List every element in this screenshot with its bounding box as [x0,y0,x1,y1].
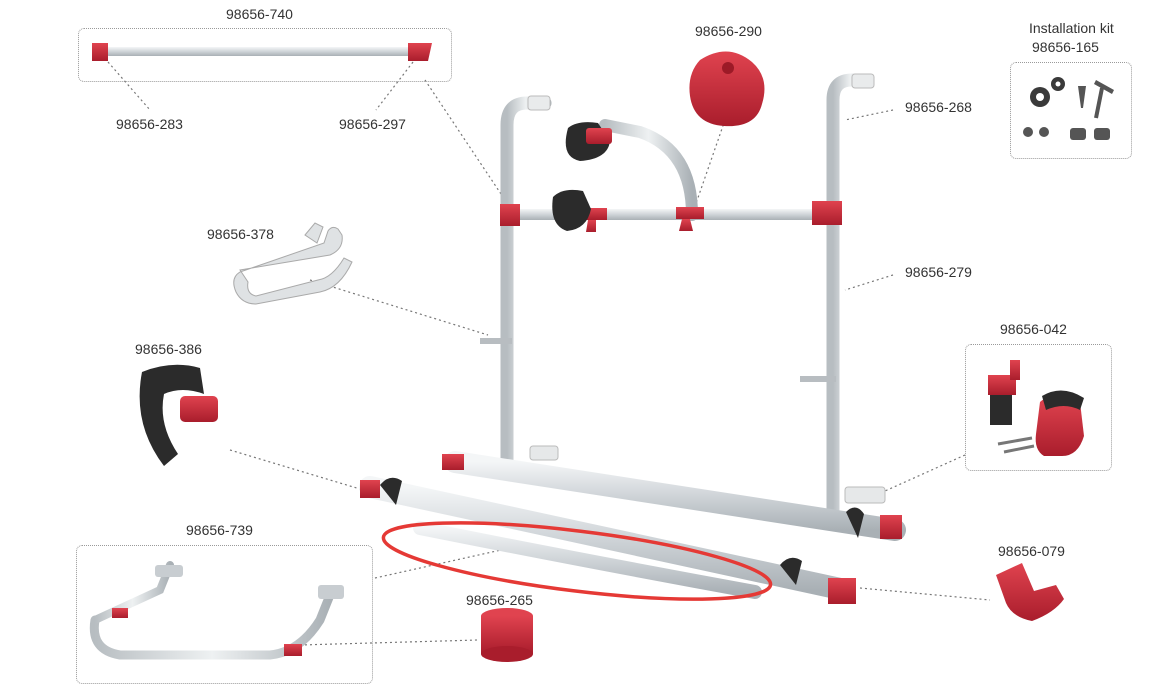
mount-kit-part [988,360,1084,456]
label-98656-739: 98656-739 [186,522,253,538]
installation-kit-icons [1023,77,1114,140]
highlight-ellipse [381,521,773,601]
label-98656-279: 98656-279 [905,264,972,280]
label-98656-297: 98656-297 [339,116,406,132]
top-bar-box [78,28,452,82]
label-98656-386: 98656-386 [135,341,202,357]
cap-part [481,608,533,662]
top-bar-part [92,43,432,61]
installation-kit-box [1010,62,1132,159]
rack-frame [359,73,906,604]
label-98656-268: 98656-268 [905,99,972,115]
label-98656-265: 98656-265 [466,592,533,608]
label-98656-740: 98656-740 [226,6,293,22]
label-98656-378: 98656-378 [207,226,274,242]
bent-bar-box [76,545,373,684]
label-98656-283: 98656-283 [116,116,183,132]
strap-part [139,364,218,466]
label-98656-079: 98656-079 [998,543,1065,559]
mount-kit-box [965,344,1112,471]
clamp-part [233,222,353,305]
label-98656-290: 98656-290 [695,23,762,39]
end-cap-part [996,563,1064,621]
label-98656-042: 98656-042 [1000,321,1067,337]
installation-kit-title: Installation kit [1029,20,1114,36]
knob-part [689,51,765,127]
bent-bar-part [89,561,344,660]
installation-kit-code: 98656-165 [1032,39,1099,55]
